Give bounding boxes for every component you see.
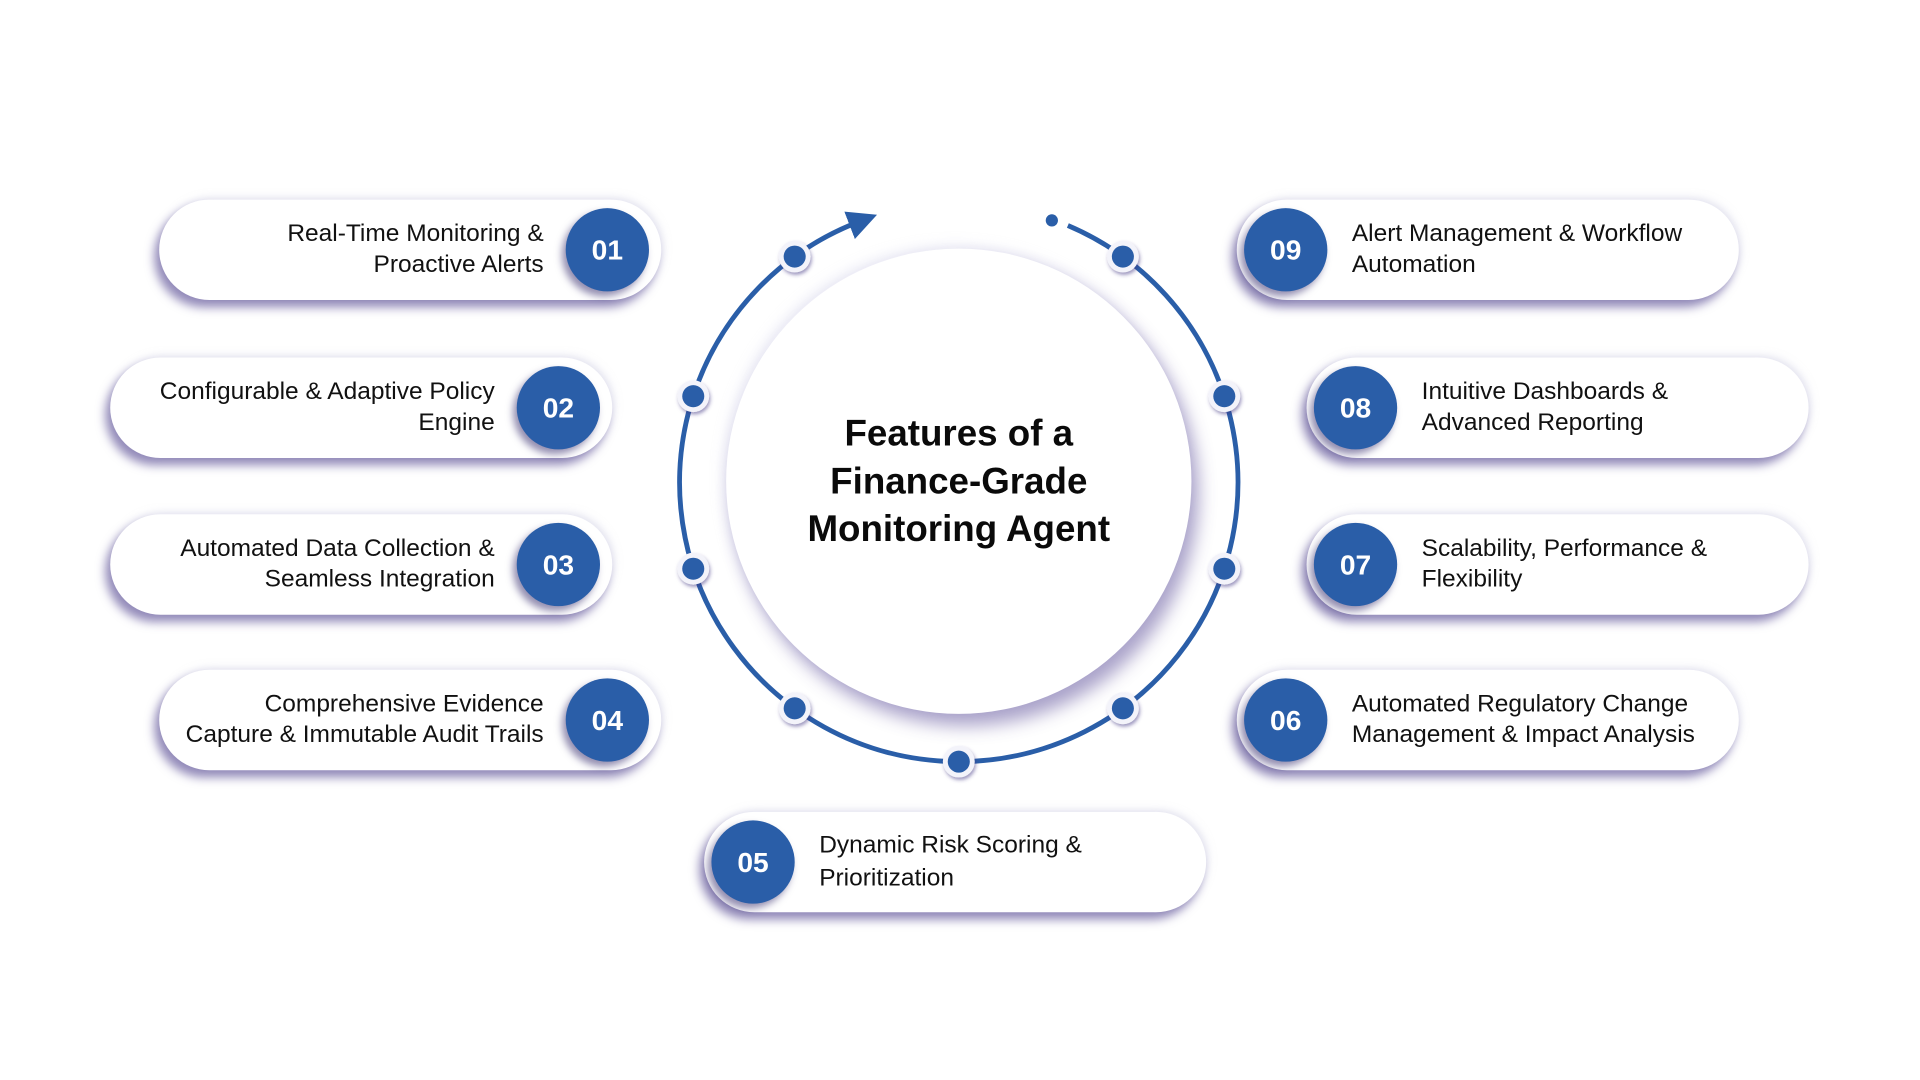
- ring-start-dot: [1045, 214, 1058, 227]
- feature-number-badge: 04: [565, 678, 649, 762]
- feature-label: Dynamic Risk Scoring &Prioritization: [819, 831, 1082, 892]
- feature-card-01: Real-Time Monitoring &Proactive Alerts 0…: [159, 199, 662, 301]
- diagram-title: Features of a Finance-Grade Monitoring A…: [775, 410, 1142, 553]
- ring-node-dot: [1111, 245, 1134, 268]
- feature-number-badge: 01: [565, 208, 649, 292]
- feature-number-badge: 06: [1244, 678, 1328, 762]
- feature-number-badge: 05: [711, 820, 795, 904]
- ring-node-dot: [1213, 557, 1236, 580]
- feature-card-07: 07 Scalability, Performance &Flexibility: [1306, 514, 1809, 615]
- ring-node-dot: [682, 385, 705, 408]
- ring-node-dot: [682, 557, 705, 580]
- ring-node-dot: [1213, 385, 1236, 408]
- ring-node-dot: [947, 750, 970, 773]
- feature-card-05: 05 Dynamic Risk Scoring &Prioritization: [704, 811, 1207, 913]
- feature-label: Automated Data Collection &Seamless Inte…: [180, 535, 495, 593]
- feature-number-badge: 02: [516, 366, 601, 450]
- title-line: Monitoring Agent: [807, 508, 1111, 550]
- ring-node-dot: [783, 245, 806, 268]
- title-line: Finance-Grade: [830, 461, 1088, 502]
- feature-card-03: Automated Data Collection &Seamless Inte…: [110, 514, 613, 615]
- feature-label: Real-Time Monitoring &Proactive Alerts: [287, 220, 544, 278]
- ring-node-dot: [1111, 697, 1134, 720]
- feature-label: Scalability, Performance &Flexibility: [1421, 535, 1708, 593]
- feature-label: Intuitive Dashboards &Advanced Reporting: [1421, 378, 1669, 436]
- center-circle: Features of a Finance-Grade Monitoring A…: [726, 248, 1192, 714]
- feature-number-badge: 03: [516, 522, 601, 607]
- feature-number-badge: 08: [1313, 366, 1398, 450]
- feature-number-badge: 07: [1313, 522, 1398, 607]
- feature-card-08: 08 Intuitive Dashboards &Advanced Report…: [1306, 357, 1809, 458]
- title-line: Features of a: [844, 413, 1074, 454]
- feature-number-badge: 09: [1244, 208, 1328, 292]
- ring-node-dot: [783, 697, 806, 720]
